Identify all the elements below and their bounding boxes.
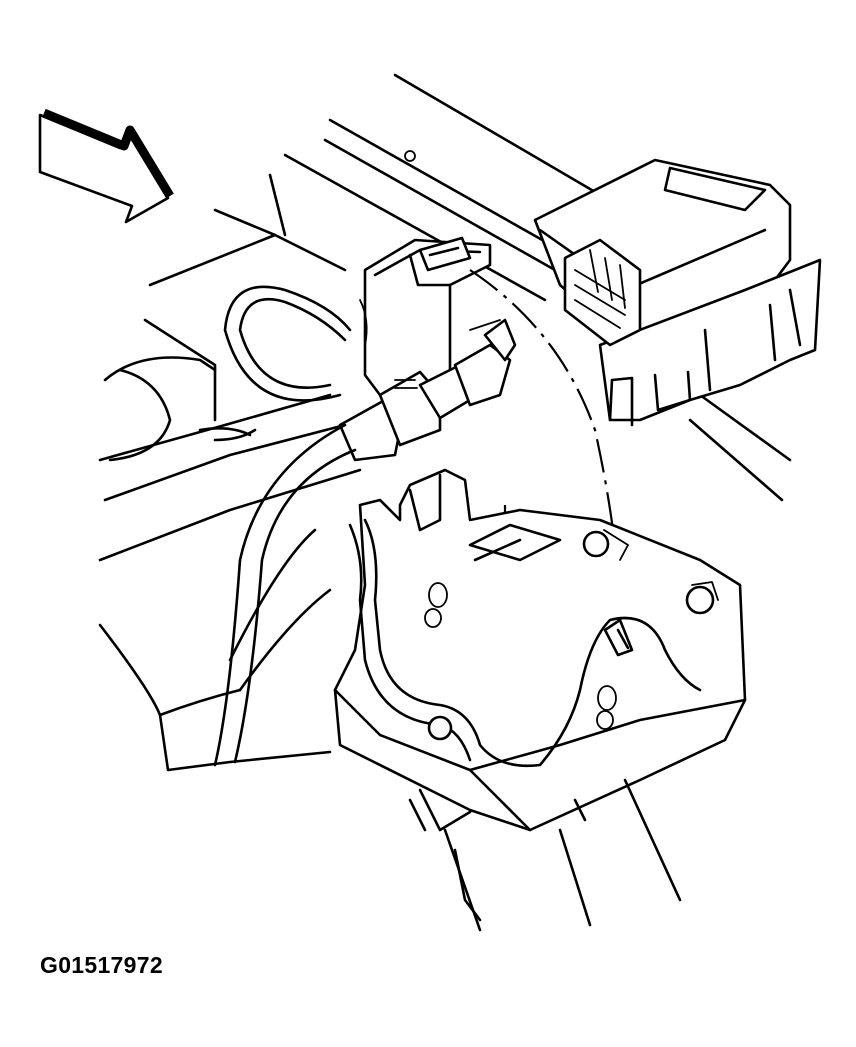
control-module bbox=[533, 158, 822, 427]
figure-id-caption: G01517972 bbox=[40, 952, 163, 978]
wire-harness bbox=[213, 285, 368, 767]
direction-arrow-icon bbox=[38, 108, 174, 224]
wiring-harness-connector bbox=[338, 318, 517, 462]
steering-column-shaft bbox=[408, 778, 682, 932]
harness-clip-bracket bbox=[363, 236, 492, 402]
steering-column-structure bbox=[98, 318, 362, 772]
mounting-bracket bbox=[333, 468, 747, 832]
